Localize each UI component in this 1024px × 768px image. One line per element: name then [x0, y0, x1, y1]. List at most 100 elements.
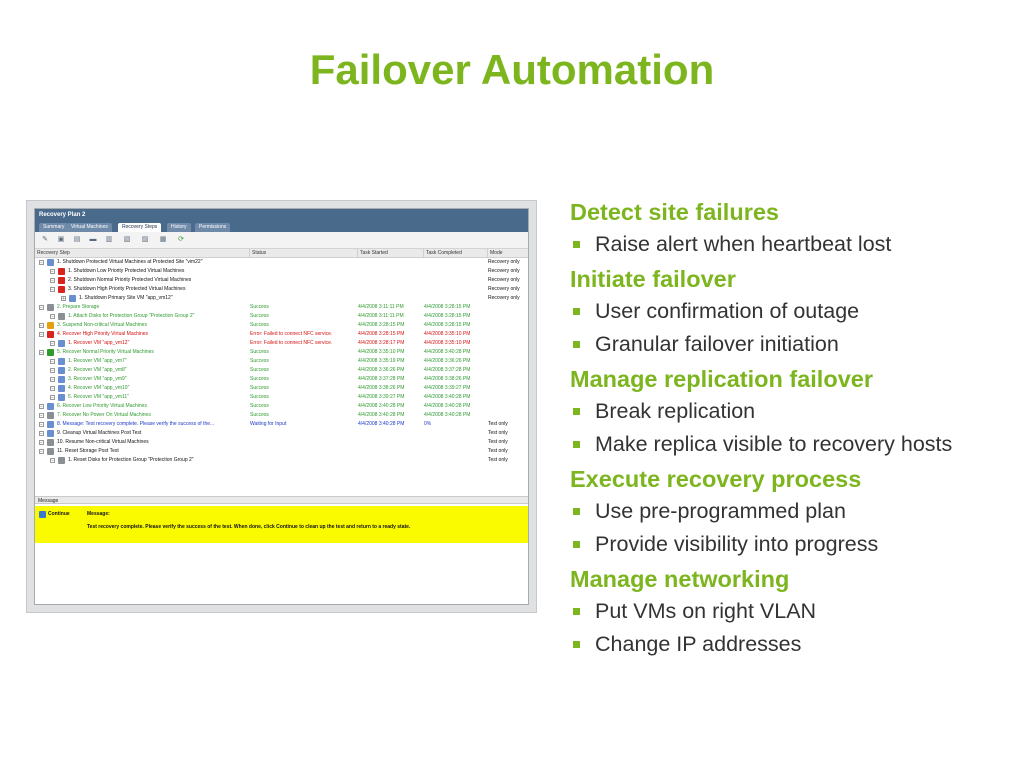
document-icon[interactable]: ▦	[159, 236, 167, 243]
expand-toggle-icon[interactable]: −	[39, 404, 44, 410]
pause-icon[interactable]: ▥	[105, 236, 113, 243]
expand-toggle-icon[interactable]: −	[50, 395, 55, 401]
expand-toggle-icon[interactable]: −	[50, 386, 55, 392]
table-row[interactable]: − 2. Shutdown Normal Priority Protected V…	[35, 276, 528, 285]
status-cell: Success	[250, 385, 269, 391]
expand-toggle-icon[interactable]: −	[50, 314, 55, 320]
expand-toggle-icon[interactable]: −	[39, 323, 44, 329]
step-label: 8. Message: Test recovery complete. Plea…	[57, 421, 215, 427]
table-row[interactable]: − 4. Recover High Priority Virtual Machin…	[35, 330, 528, 339]
step-cell: −1. Shutdown Protected Virtual Machines …	[35, 258, 248, 267]
step-icon[interactable]: ▧	[123, 236, 131, 243]
edit-icon[interactable]: ✎	[42, 236, 48, 243]
expand-toggle-icon[interactable]: −	[50, 368, 55, 374]
tab-summary[interactable]: Summary	[39, 223, 69, 232]
expand-toggle-icon[interactable]: −	[39, 332, 44, 338]
task-completed-cell: 4/4/2008 3:28:15 PM	[424, 322, 471, 328]
expand-toggle-icon[interactable]: −	[50, 377, 55, 383]
column-task-started[interactable]: Task Started	[358, 249, 424, 257]
table-row[interactable]: +1. Shutdown Primary Site VM "app_vm12"R…	[35, 294, 528, 303]
column-status[interactable]: Status	[250, 249, 358, 257]
table-row[interactable]: − 5. Recover Normal Priority Virtual Mach…	[35, 348, 528, 357]
continue-button[interactable]: Continue	[39, 510, 70, 519]
step-label: 4. Recover High Priority Virtual Machine…	[57, 331, 149, 337]
expand-toggle-icon[interactable]: −	[39, 431, 44, 437]
table-row[interactable]: −1. Reset Disks for Protection Group "Pr…	[35, 456, 528, 465]
step-cell: −1. Recover VM "app_vm12"	[35, 339, 248, 348]
task-completed-cell: 4/4/2008 3:28:15 PM	[424, 304, 471, 310]
lock-icon[interactable]: ▣	[57, 236, 65, 243]
step-label: 2. Prepare Storage	[57, 304, 100, 310]
step-cell: − 4. Recover High Priority Virtual Machin…	[35, 330, 248, 339]
tab-virtual-machines[interactable]: Virtual Machines	[67, 223, 112, 232]
table-row[interactable]: −1. Attach Disks for Protection Group "P…	[35, 312, 528, 321]
task-started-cell: 4/4/2008 3:28:15 PM	[358, 322, 405, 328]
bullet-item: Granular failover initiation	[570, 332, 1010, 357]
table-row[interactable]: −1. Recover VM "app_vm12"Error: Failed t…	[35, 339, 528, 348]
step-status-icon	[58, 268, 65, 275]
tab-history[interactable]: History	[167, 223, 191, 232]
bullet-square-icon	[573, 308, 580, 315]
message-title: Message:	[87, 511, 110, 517]
tab-permissions[interactable]: Permissions	[195, 223, 231, 232]
expand-toggle-icon[interactable]: −	[50, 287, 55, 293]
bullet-text: Break replication	[595, 399, 756, 423]
table-row[interactable]: −1. Shutdown Protected Virtual Machines …	[35, 258, 528, 267]
status-cell: Success	[250, 403, 269, 409]
expand-toggle-icon[interactable]: −	[50, 278, 55, 284]
column-task-completed[interactable]: Task Completed	[424, 249, 488, 257]
expand-toggle-icon[interactable]: −	[50, 359, 55, 365]
step-label: 2. Shutdown Normal Priority Protected Vi…	[68, 277, 192, 283]
mode-cell: Recovery only	[488, 259, 520, 265]
task-started-cell	[358, 447, 422, 456]
expand-toggle-icon[interactable]: −	[50, 341, 55, 347]
expand-toggle-icon[interactable]: −	[39, 305, 44, 311]
step-label: 7. Recover No Power On Virtual Machines	[57, 412, 151, 418]
task-started-cell: 4/4/2008 3:36:26 PM	[358, 367, 405, 373]
column-mode[interactable]: Mode	[490, 250, 503, 256]
move-icon[interactable]: ▨	[141, 236, 149, 243]
refresh-icon[interactable]: ⟳	[178, 236, 184, 243]
table-row[interactable]: −10. Resume Non-critical Virtual Machine…	[35, 438, 528, 447]
step-status-icon	[58, 376, 65, 383]
tab-recovery-steps[interactable]: Recovery Steps	[118, 223, 162, 232]
expand-toggle-icon[interactable]: +	[61, 296, 66, 302]
step-status-icon	[47, 448, 54, 455]
step-label: 5. Recover Normal Priority Virtual Machi…	[57, 349, 154, 355]
column-recovery-step[interactable]: Recovery Step	[35, 249, 250, 257]
expand-toggle-icon[interactable]: −	[39, 449, 44, 455]
expand-toggle-icon[interactable]: −	[39, 350, 44, 356]
step-cell: −1. Attach Disks for Protection Group "P…	[35, 312, 248, 321]
expand-toggle-icon[interactable]: −	[50, 269, 55, 275]
table-row[interactable]: − 7. Recover No Power On Virtual Machines…	[35, 411, 528, 420]
delete-icon[interactable]: ▤	[73, 236, 81, 243]
status-cell	[250, 258, 356, 267]
table-row[interactable]: − 8. Message: Test recovery complete. Ple…	[35, 420, 528, 429]
step-cell: −6. Recover Low Priority Virtual Machine…	[35, 402, 248, 411]
folder-icon[interactable]: ▬	[89, 236, 97, 243]
step-status-icon	[47, 322, 54, 329]
step-status-icon	[58, 358, 65, 365]
status-cell: Success	[250, 412, 269, 418]
expand-toggle-icon[interactable]: −	[39, 260, 44, 266]
step-label: 3. Suspend Non-critical Virtual Machines	[57, 322, 147, 328]
table-row[interactable]: −6. Recover Low Priority Virtual Machine…	[35, 402, 528, 411]
table-row[interactable]: −3. Shutdown High Priority Protected Vir…	[35, 285, 528, 294]
expand-toggle-icon[interactable]: −	[50, 458, 55, 464]
expand-toggle-icon[interactable]: −	[39, 413, 44, 419]
status-cell: Success	[250, 322, 269, 328]
table-row[interactable]: − 1. Shutdown Low Priority Protected Virt…	[35, 267, 528, 276]
task-completed-cell: 4/4/2008 3:37:28 PM	[424, 367, 471, 373]
expand-toggle-icon[interactable]: −	[39, 440, 44, 446]
expand-toggle-icon[interactable]: −	[39, 422, 44, 428]
step-label: 1. Shutdown Low Priority Protected Virtu…	[68, 268, 185, 274]
table-row[interactable]: − 3. Suspend Non-critical Virtual Machine…	[35, 321, 528, 330]
